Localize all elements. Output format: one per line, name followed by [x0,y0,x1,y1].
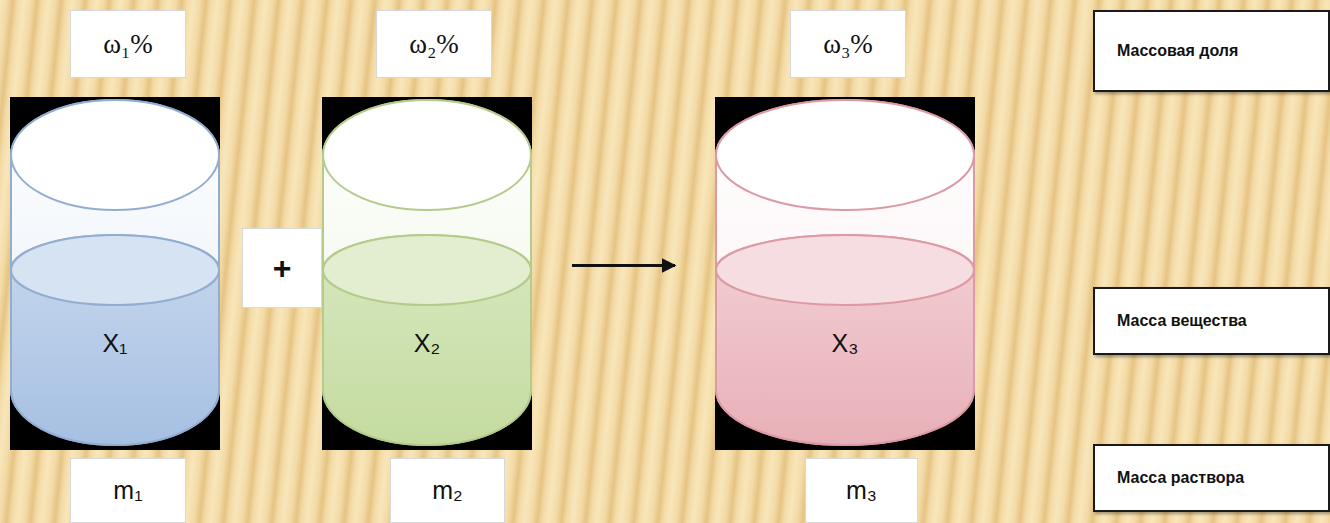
solution-mass-box: m₂ [390,458,505,523]
legend-label-box: Масса раствора [1093,444,1330,512]
box-text: Масса раствора [1117,469,1244,487]
mass-fraction-box: ω₁% [70,10,186,78]
legend-label-box: Массовая доля [1093,10,1330,92]
mass-fraction-box: ω₃% [790,10,906,78]
solution-mass-box: m₃ [805,458,918,523]
box-text: m₃ [846,476,877,505]
solution-cylinder: X₂ [322,97,532,450]
solution-mass-box: m₁ [70,458,186,523]
legend-label-box: Масса вещества [1093,287,1330,355]
box-text: m₁ [113,476,142,505]
plus-sign-box: + [242,228,322,308]
mixing-arrow [572,264,675,267]
solution-cylinder: X₁ [10,97,220,450]
substance-label: X₃ [715,329,975,358]
cylinder-outline [322,97,532,450]
cylinder-outline [10,97,220,450]
box-text: m₂ [432,476,463,505]
substance-label: X₁ [10,329,220,358]
box-text: ω₂% [409,29,459,60]
mass-fraction-box: ω₂% [376,10,492,78]
solution-cylinder: X₃ [715,97,975,450]
box-text: Масса вещества [1117,312,1247,330]
substance-label: X₂ [322,329,532,358]
box-text: ω₃% [823,29,873,60]
cylinder-outline [715,97,975,450]
box-text: + [273,250,292,287]
box-text: Массовая доля [1117,42,1238,60]
box-text: ω₁% [103,29,153,60]
